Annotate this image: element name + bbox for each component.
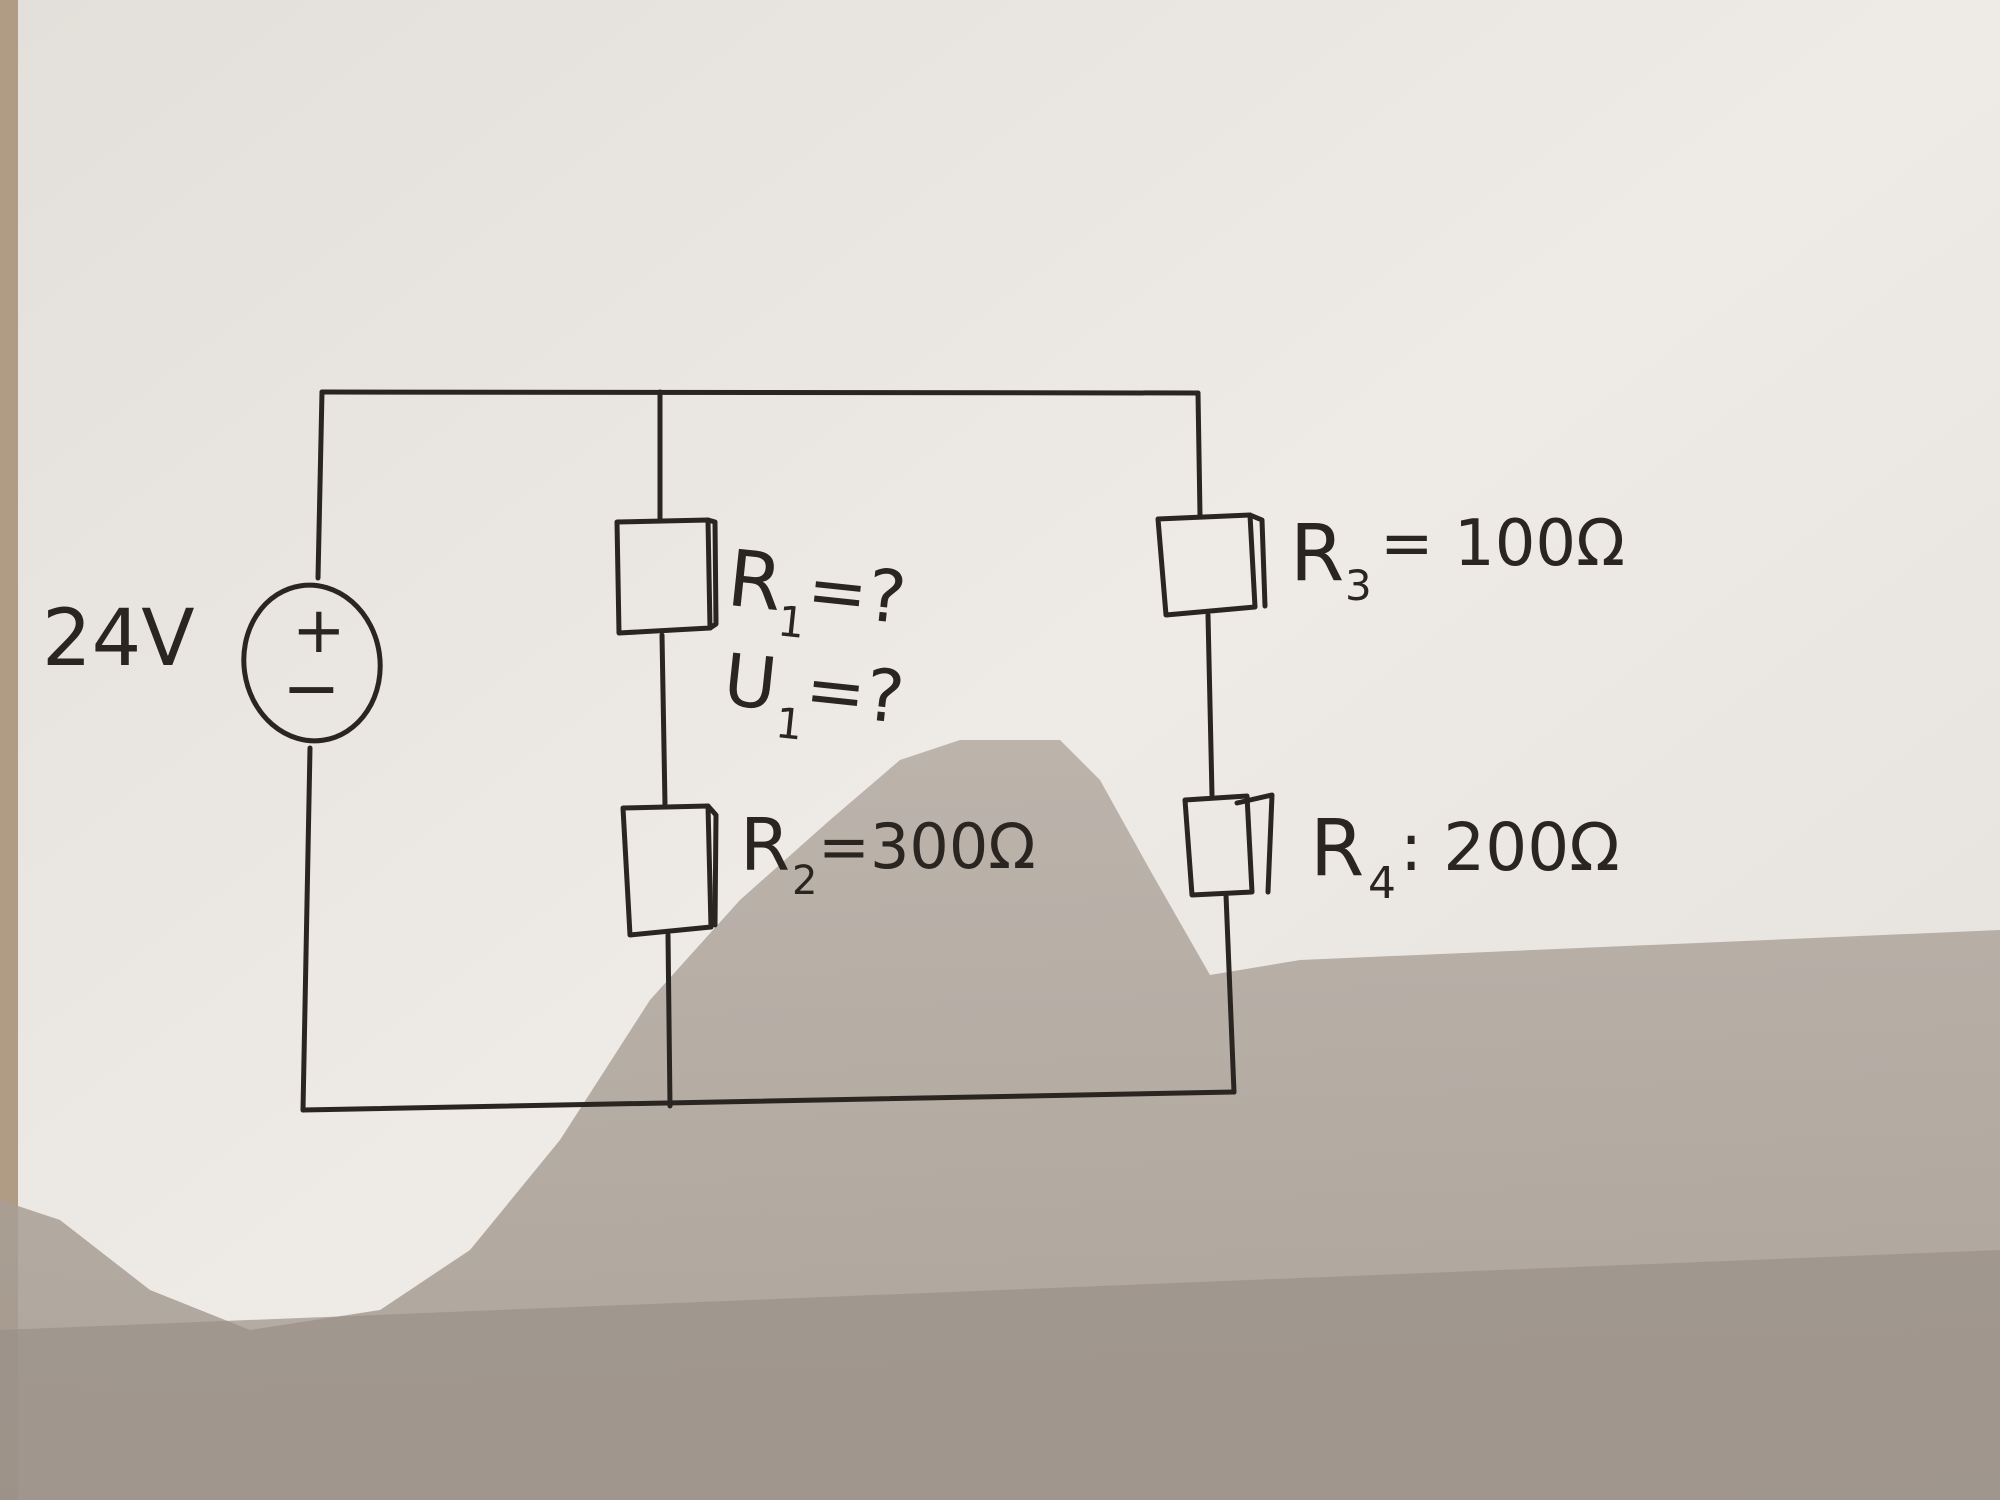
label-r2-sub: 2 <box>792 858 817 904</box>
label-u1-rest: =? <box>801 646 908 740</box>
wire-r1-r2 <box>659 632 668 808</box>
source-voltage-label: 24V <box>42 594 195 684</box>
label-r1-letter: R <box>723 534 786 629</box>
label-u1-sub: 1 <box>773 698 805 750</box>
label-r2-letter: R <box>740 803 790 887</box>
label-r1: R 1 =? <box>723 534 910 648</box>
circuit: + − <box>241 389 1275 1113</box>
label-r4-letter: R <box>1310 804 1364 894</box>
wire-r4-bottom <box>1223 892 1237 1095</box>
wire-r2-bottom <box>665 932 673 1109</box>
label-r4-sub: 4 <box>1368 858 1396 909</box>
resistor-r4-body <box>1182 793 1255 898</box>
wire-r3-top <box>1195 390 1203 518</box>
label-u1: U 1 =? <box>720 638 908 750</box>
label-r3: R 3 = 100Ω <box>1290 507 1625 610</box>
source-minus-sign: − <box>282 647 341 729</box>
source-plus-sign: + <box>292 594 346 668</box>
resistor-r2-bar <box>705 803 719 928</box>
shadow-bottom <box>0 1250 2000 1500</box>
label-r1-rest: =? <box>803 546 910 640</box>
label-r2-rest: =300Ω <box>818 810 1036 883</box>
label-u1-letter: U <box>720 638 781 727</box>
wire-bottom <box>300 1089 1237 1113</box>
label-r4-rest: : 200Ω <box>1400 809 1620 886</box>
wire-source-lower <box>300 745 313 1113</box>
wire-top <box>319 389 1201 396</box>
resistor-r1-bar <box>705 517 719 631</box>
wire-source-upper <box>315 389 325 581</box>
wire-r3-r4 <box>1205 612 1215 798</box>
label-r4: R 4 : 200Ω <box>1310 804 1620 909</box>
voltage-source <box>241 582 383 744</box>
label-r1-sub: 1 <box>775 596 807 648</box>
resistor-r3-bar <box>1247 512 1268 609</box>
label-r3-rest: = 100Ω <box>1380 507 1625 581</box>
resistor-r2-body <box>620 803 714 938</box>
label-r3-sub: 3 <box>1345 561 1372 610</box>
resistor-r3-body <box>1155 512 1258 618</box>
label-r3-letter: R <box>1290 509 1344 599</box>
label-r2: R 2 =300Ω <box>740 803 1036 904</box>
resistor-r4-bar <box>1234 792 1275 895</box>
